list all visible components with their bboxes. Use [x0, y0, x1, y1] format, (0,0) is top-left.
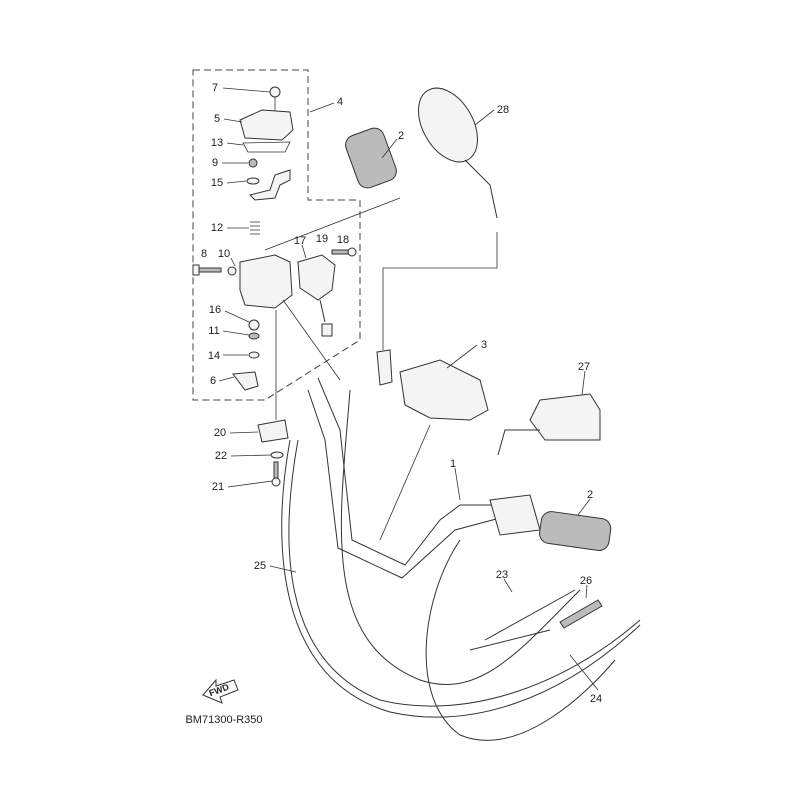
bolt-part: [192, 264, 222, 276]
nut-part: [248, 158, 258, 168]
switch-housing: [239, 254, 293, 309]
callout-14: 14: [208, 350, 220, 362]
bracket-part: [249, 169, 291, 201]
callout-22: 22: [215, 450, 227, 462]
callout-8: 8: [201, 248, 207, 260]
screw-part: [269, 86, 281, 112]
callout-28: 28: [497, 104, 509, 116]
callout-21: 21: [212, 481, 224, 493]
spring-part: [559, 599, 603, 629]
callout-12: 12: [211, 222, 223, 234]
callout-20: 20: [214, 427, 226, 439]
callout-labels: 7 4 5 13 9 15 12 8 10 17 19 18 16 11 14 …: [201, 82, 602, 705]
throttle-cable: [288, 439, 641, 707]
callout-7: 7: [212, 82, 218, 94]
clamp-part: [257, 419, 289, 443]
switch-unit: [297, 254, 336, 301]
gasket: [242, 141, 291, 153]
callout-13: 13: [211, 137, 223, 149]
handlebar: [317, 377, 500, 566]
fwd-arrow-icon: FWD: [202, 678, 239, 704]
callout-19: 19: [316, 233, 328, 245]
switch-cover: [239, 109, 294, 141]
callout-2-right: 2: [587, 489, 593, 501]
handlebar-cover: [399, 359, 489, 421]
lever-part: [232, 371, 259, 391]
callout-1: 1: [450, 458, 456, 470]
callout-9: 9: [212, 157, 218, 169]
callout-16: 16: [209, 304, 221, 316]
diagram-code: BM71300-R350: [185, 714, 262, 726]
callout-23: 23: [496, 569, 508, 581]
callout-10: 10: [218, 248, 230, 260]
callout-15: 15: [211, 177, 223, 189]
callout-17: 17: [294, 235, 306, 247]
grip-left: [345, 127, 397, 189]
switch-assembly-boundary: [192, 69, 361, 401]
mirror-right: [418, 87, 478, 163]
callout-5: 5: [214, 113, 220, 125]
callout-3: 3: [481, 339, 487, 351]
callout-26: 26: [580, 575, 592, 587]
callout-6: 6: [210, 375, 216, 387]
screw-part: [331, 247, 357, 257]
callout-18: 18: [337, 234, 349, 246]
callout-27: 27: [578, 361, 590, 373]
washer-part: [246, 177, 260, 185]
callout-4: 4: [337, 96, 343, 108]
spring-part: [250, 221, 260, 235]
callout-11: 11: [208, 325, 219, 337]
leader-lines: [218, 87, 599, 691]
mirror-left: [529, 393, 601, 441]
grip-right: [539, 511, 612, 551]
callout-24: 24: [590, 693, 602, 705]
callout-25: 25: [254, 560, 266, 572]
callout-2-left: 2: [398, 130, 404, 142]
connector: [321, 323, 333, 337]
